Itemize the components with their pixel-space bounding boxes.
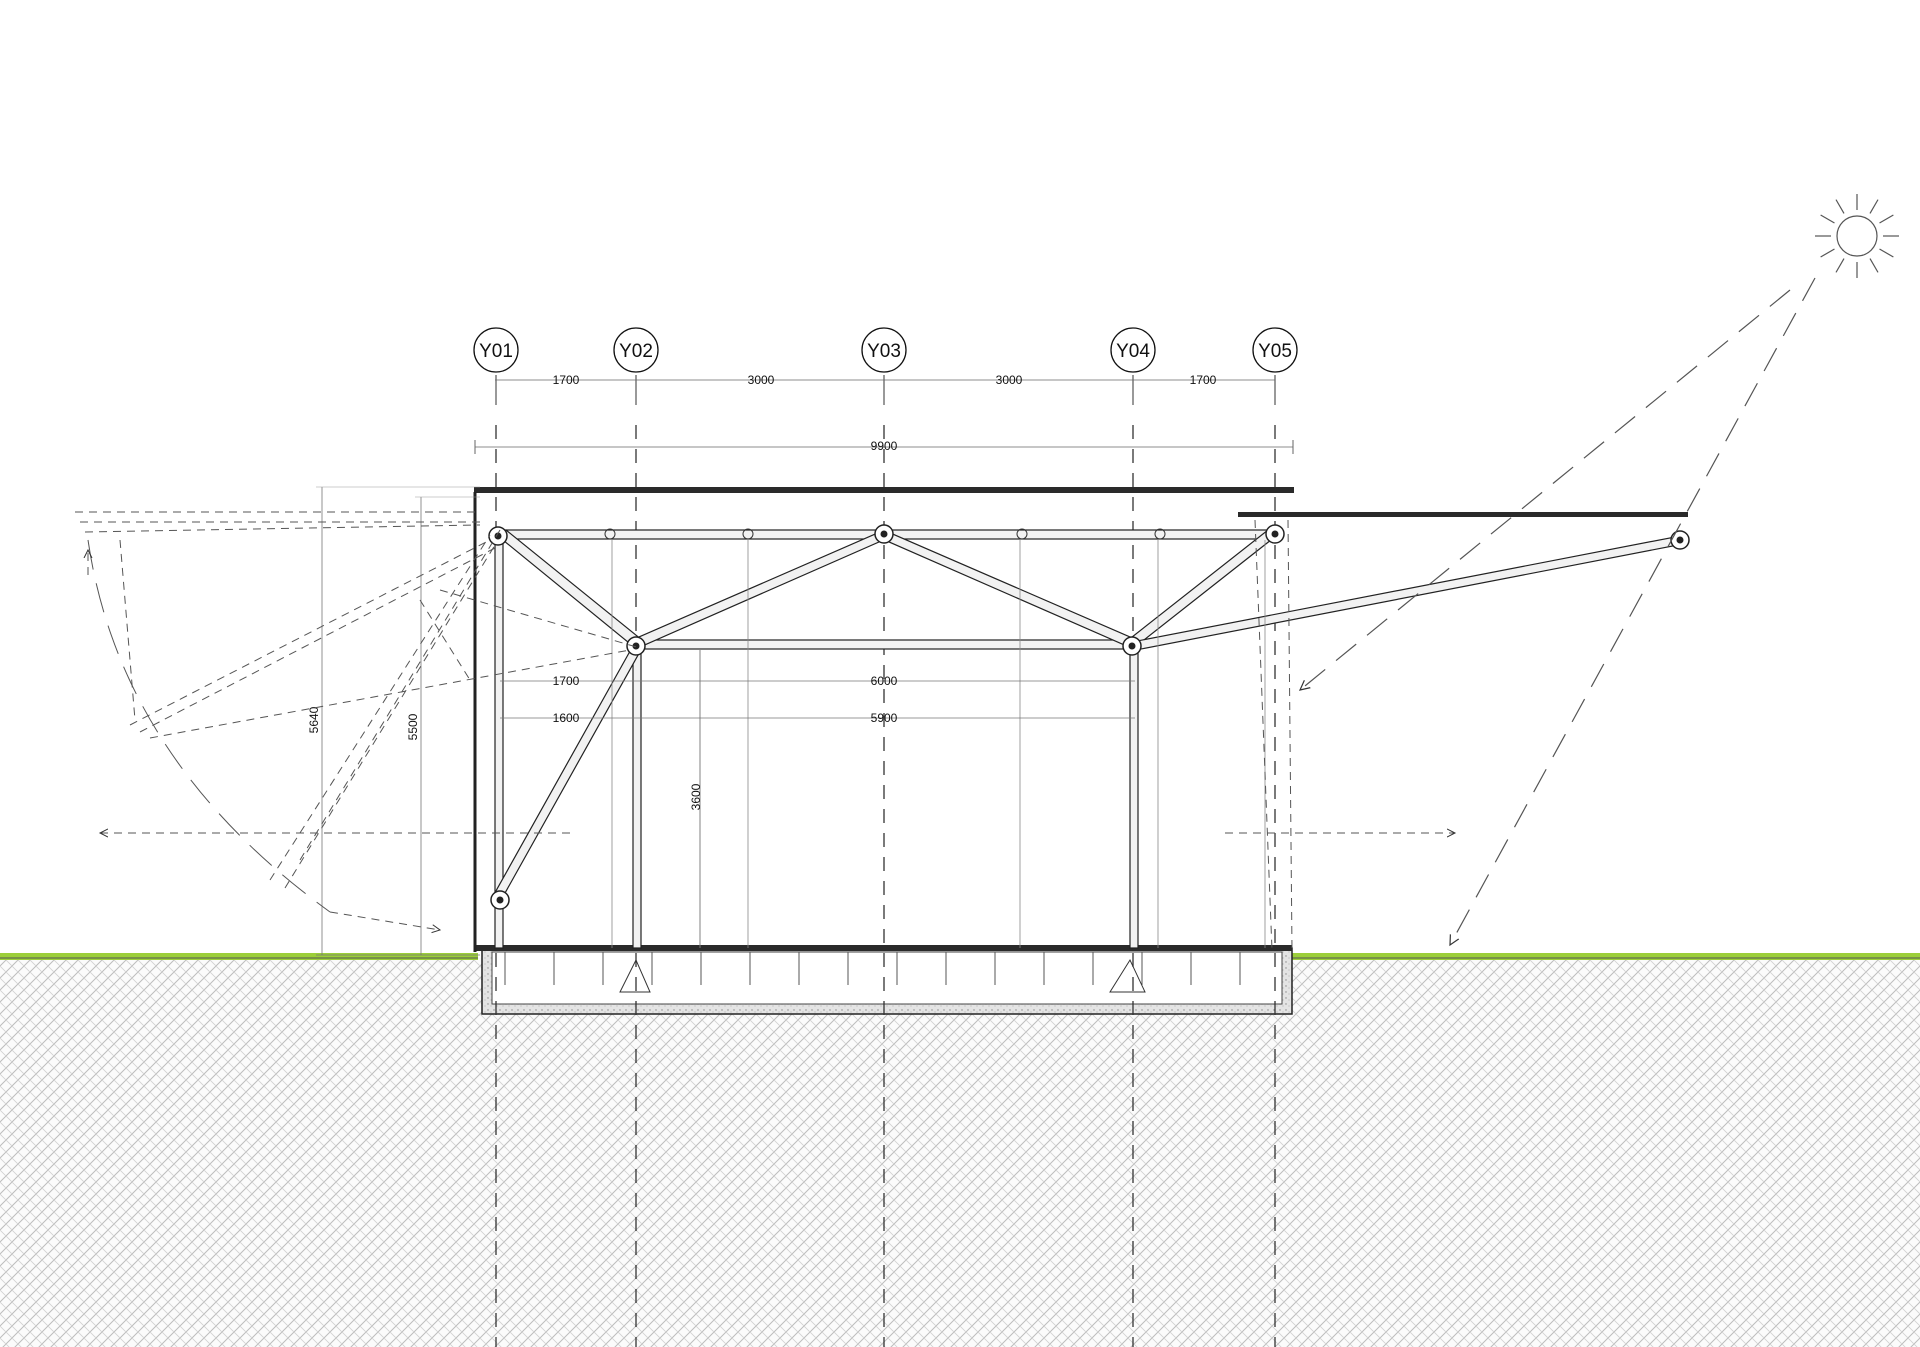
grid-bubble [1110, 327, 1156, 373]
foundation-pit [476, 945, 1293, 1015]
joint-pin [1676, 536, 1684, 544]
sun-ray-stroke [1835, 258, 1845, 273]
joint-pin [880, 530, 888, 538]
joint-pin [496, 896, 504, 904]
span-y03-y04: 3000 [996, 373, 1023, 387]
grid-axis-y03: Y03 [861, 327, 907, 1347]
joint-pin [494, 532, 502, 540]
grid-label: Y02 [619, 341, 653, 362]
grid-label: Y03 [867, 341, 901, 362]
inner-span-main-a: 6000 [871, 674, 898, 688]
height-dimensions: 5640 5500 [307, 486, 480, 956]
inner-span-main-b: 5900 [871, 711, 898, 725]
grid-bubble [613, 327, 659, 373]
overall-width: 9900 [871, 439, 898, 453]
truss-joints [488, 524, 1690, 910]
sun-ray-stroke [1879, 248, 1894, 258]
joint-pin [1128, 642, 1136, 650]
span-y01-y02: 1700 [553, 373, 580, 387]
grid-bubble [1252, 327, 1298, 373]
ground [0, 953, 1920, 1347]
span-y02-y03: 3000 [748, 373, 775, 387]
inner-dimensions: 1700 6000 1600 5900 3600 [500, 650, 1135, 948]
sun-ray-stroke [1879, 214, 1894, 224]
grid-label: Y05 [1258, 341, 1292, 362]
sun-ray-stroke [1869, 258, 1879, 273]
grid-label: Y01 [479, 341, 513, 362]
folding-ghost-lines [75, 511, 1455, 951]
chord-fitting [604, 528, 616, 540]
outer-height: 5640 [307, 706, 321, 733]
sun-ray-stroke [1835, 199, 1845, 214]
sun-ray-stroke [1820, 214, 1835, 224]
inner-span-left-b: 1600 [553, 711, 580, 725]
joint-pin [632, 642, 640, 650]
chord-fitting [1154, 528, 1166, 540]
sun-ray-stroke [1820, 248, 1835, 258]
grid-label: Y04 [1116, 341, 1150, 362]
sun-rays [1300, 277, 1816, 945]
roof-panel [473, 487, 1688, 952]
top-dimension-chain: 1700 3000 3000 1700 9900 [474, 373, 1294, 454]
truss-structure [491, 529, 1684, 949]
chord-fitting [1016, 528, 1028, 540]
inner-height: 5500 [406, 713, 420, 740]
grid-axis-y05: Y05 [1252, 327, 1298, 1347]
joint-pin [1271, 530, 1279, 538]
sun-ray-stroke [1869, 199, 1879, 214]
grid-bubble [861, 327, 907, 373]
span-y04-y05: 1700 [1190, 373, 1217, 387]
sun-icon [1815, 194, 1899, 278]
grid-bubble [473, 327, 519, 373]
clear-height: 3600 [689, 783, 703, 810]
chord-fitting [742, 528, 754, 540]
glazing-lines [611, 540, 1266, 948]
inner-span-left-a: 1700 [553, 674, 580, 688]
